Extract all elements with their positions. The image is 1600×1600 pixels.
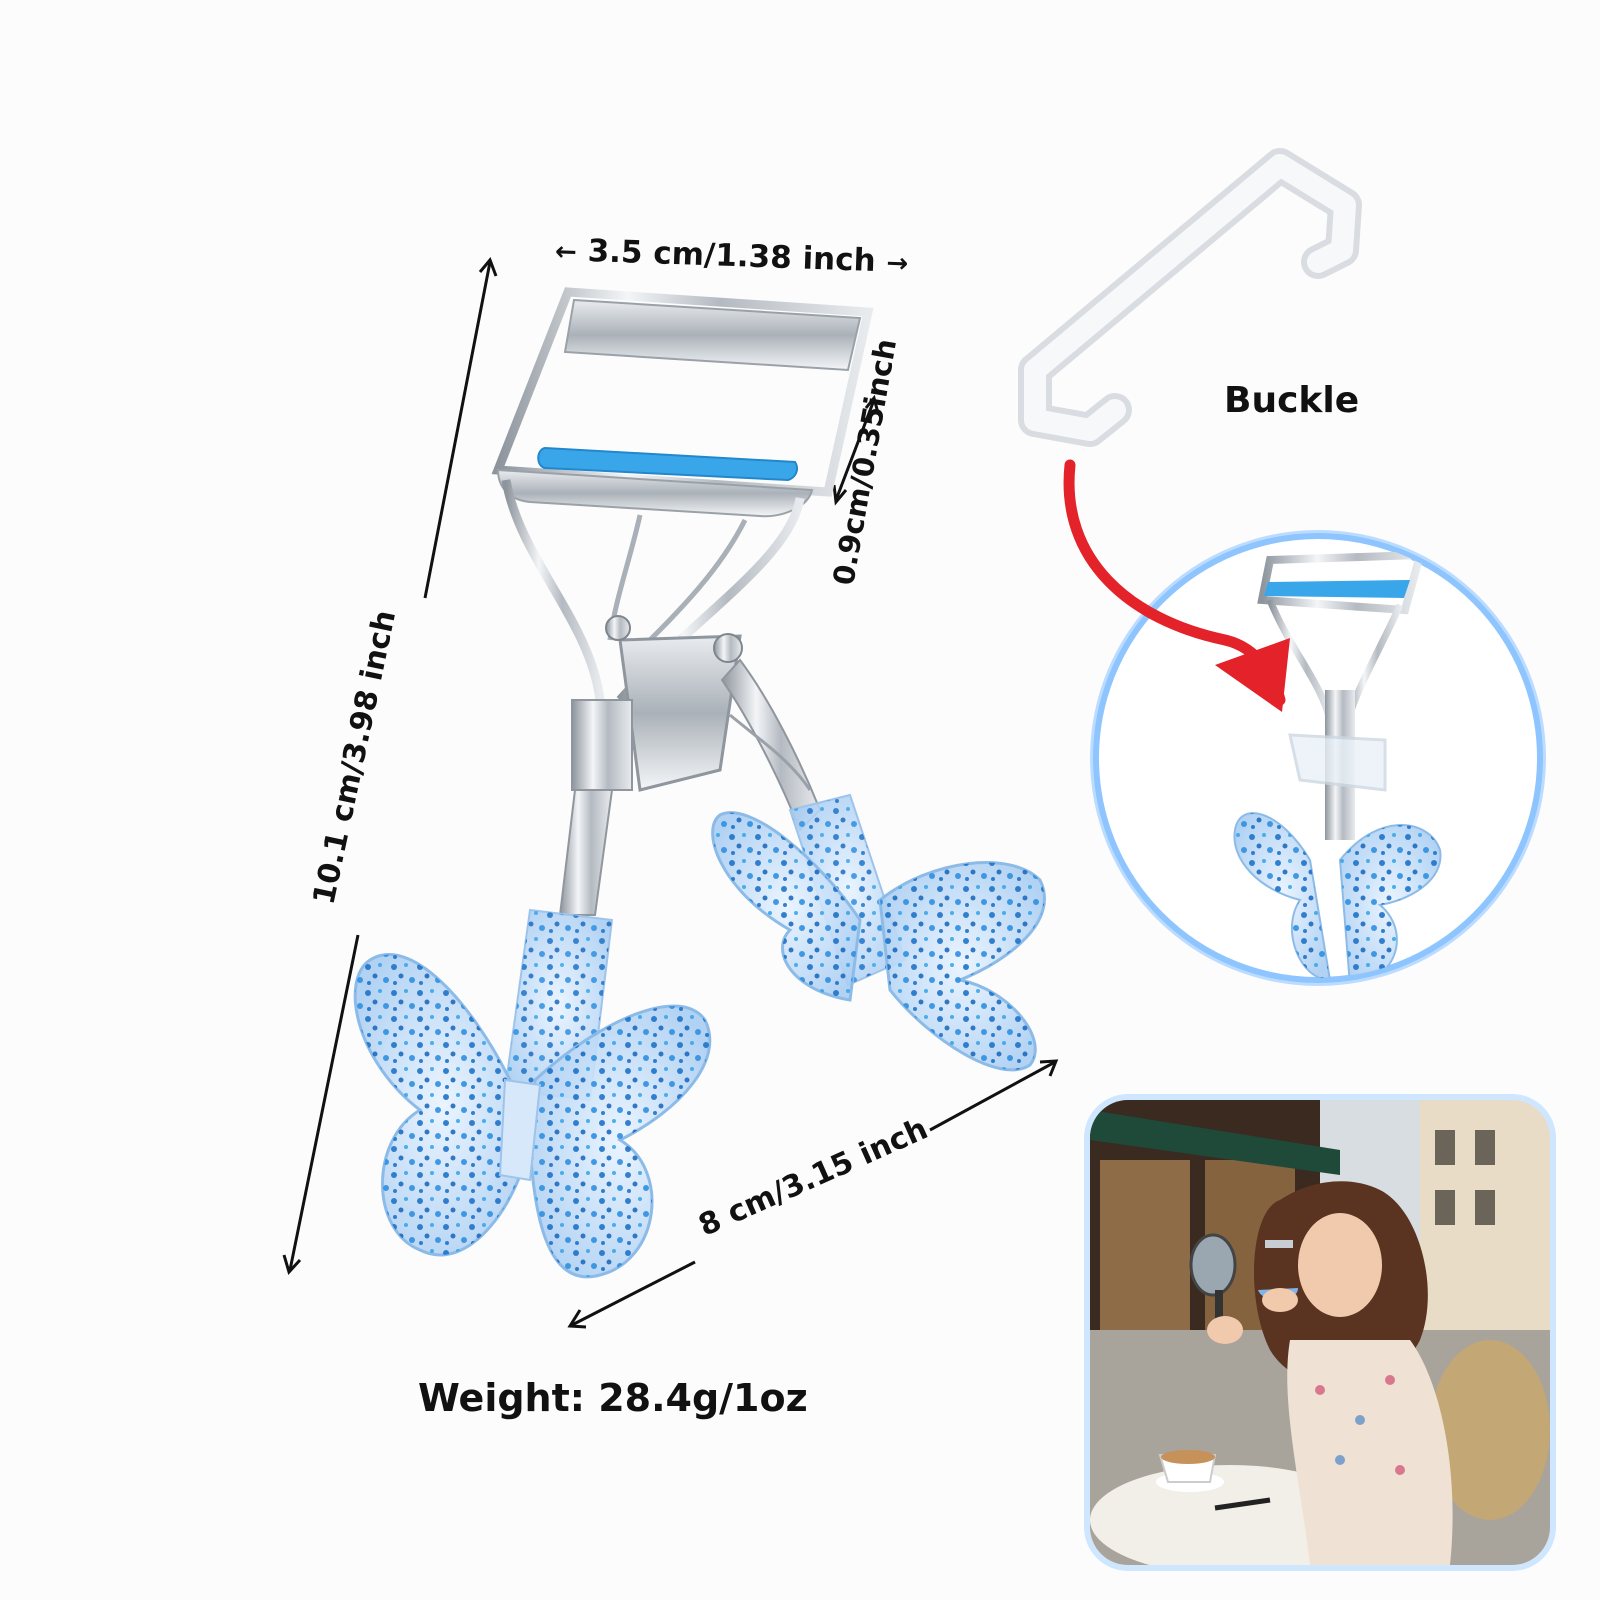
red-arrow: [1063, 459, 1290, 712]
pad-dimension-line: [832, 394, 880, 506]
butterfly-handle-right: [711, 811, 1047, 1072]
eyelash-curler-illustration: [353, 287, 1047, 1279]
length-dimension-line: [567, 1059, 1059, 1329]
weight-label: Weight: 28.4g/1oz: [418, 1376, 808, 1420]
buckle-usage-inset: [1090, 530, 1546, 986]
height-dimension-line: [282, 257, 498, 1275]
left-arrow-icon: ←: [554, 236, 578, 268]
butterfly-handle-left: [353, 953, 712, 1279]
right-arrow-icon: →: [885, 248, 909, 280]
lifestyle-photo: [1084, 1094, 1556, 1571]
buckle-illustration: [1018, 148, 1362, 447]
buckle-label: Buckle: [1224, 380, 1360, 421]
